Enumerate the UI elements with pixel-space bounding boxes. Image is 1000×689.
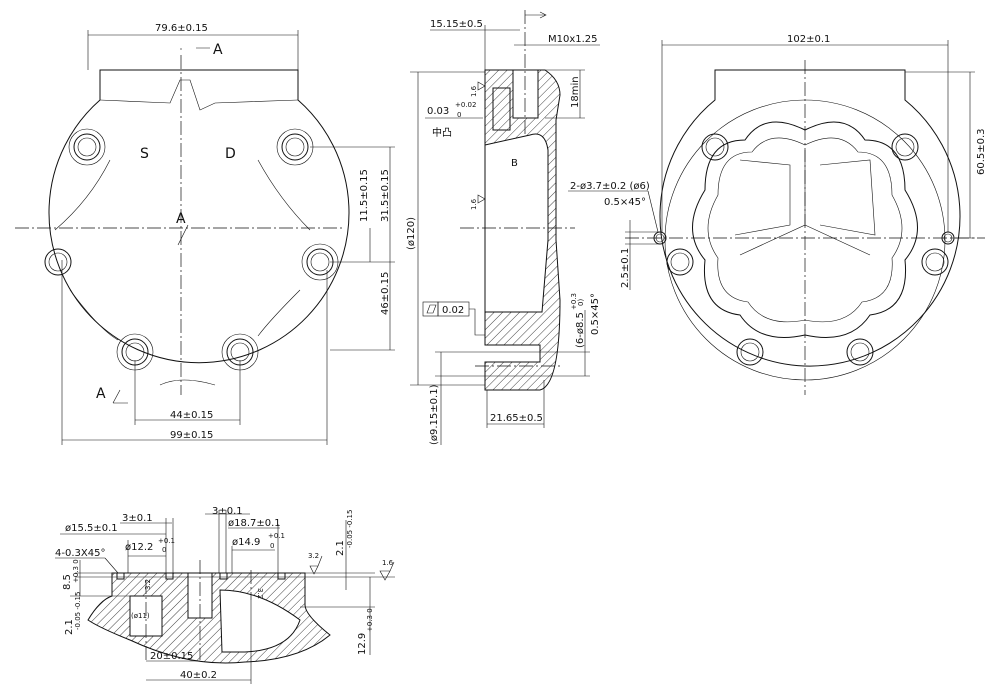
chamfer: 0.5×45° [590, 293, 601, 335]
detail-section: 3±0.1 ø15.5±0.1 ø12.2 +0.1 0 4-0.3X45° 3… [55, 506, 395, 684]
chamfer-4: 4-0.3X45° [55, 548, 105, 559]
dim-11-5: 11.5±0.15 [359, 169, 370, 222]
dim-15-15: 15.15±0.5 [430, 19, 483, 30]
depth-12-9-tol: +0.3 0 [366, 608, 374, 632]
dia-12-2: ø12.2 [125, 542, 153, 553]
flatness-lower: 0 [457, 111, 461, 119]
thread-depth: 18min [570, 76, 581, 108]
width-3-left: 3±0.1 [122, 513, 153, 524]
label-b: B [511, 158, 518, 169]
port-label-d: D [225, 146, 236, 162]
dim-2-5: 2.5±0.1 [620, 248, 631, 288]
diameter-9-15: (ø9.15±0.1) [429, 384, 440, 445]
hole-spec-lower: 0) [577, 299, 585, 306]
dia-14-9-lower: 0 [270, 542, 274, 550]
hole-spec-upper: +0.3 [570, 293, 578, 310]
depth-2-1-left-tol: -0.05 -0.15 [74, 592, 82, 630]
roughness-1-6: 1.6 [382, 559, 394, 567]
depth-2-1-left: 2.1 [64, 619, 75, 635]
depth-8-5: 8.5 [62, 574, 73, 590]
pin-chamfer: 0.5×45° [604, 197, 646, 208]
cloverleaf-cavity [692, 121, 918, 338]
dia-14-9: ø14.9 [232, 537, 260, 548]
dim-20: 20±0.15 [150, 651, 193, 662]
dia-15-5: ø15.5±0.1 [65, 523, 118, 534]
dim-21-65: 21.65±0.5 [490, 413, 543, 424]
dia-11: (ø11) [131, 612, 150, 620]
section-mark-bottom: A [96, 386, 106, 402]
convex-note: 中凸 [432, 126, 452, 139]
hole-spec: (6-ø8.5 [575, 312, 586, 348]
dim-31-5: 31.5±0.15 [380, 169, 391, 222]
front-view: 79.6±0.15 A S D A A 11.5±0.15 31.5±0.15 … [15, 23, 395, 445]
depth-2-1-right: 2.1 [335, 540, 346, 556]
dia-14-9-upper: +0.1 [268, 532, 285, 540]
flatness-upper: +0.02 [455, 101, 476, 109]
flatness-value: 0.03 [427, 106, 449, 117]
rear-view: 102±0.1 60.5±0.3 2-ø3.7±0.2 (ø6) 0.5×45°… [568, 34, 987, 395]
thread-spec: M10x1.25 [548, 34, 598, 45]
depth-12-9: 12.9 [357, 633, 368, 655]
flatness-tolerance: 0.02 [442, 305, 464, 316]
diameter-120: (ø120) [406, 217, 417, 250]
dim-102: 102±0.1 [787, 34, 830, 45]
front-outline [48, 69, 350, 364]
section-view: 15.15±0.5 M10x1.25 18min 1.6 0.03 +0.02 … [406, 10, 601, 445]
pin-hole-spec: 2-ø3.7±0.2 (ø6) [570, 181, 650, 192]
dim-60-5: 60.5±0.3 [976, 128, 987, 175]
dim-79-6: 79.6±0.15 [155, 23, 208, 34]
depth-8-5-tol: +0.3 0 [72, 559, 80, 583]
roughness-3-2-top: 3.2 [308, 552, 319, 560]
roughness-3-2-b: 3.2 [256, 588, 264, 599]
width-3-right: 3±0.1 [212, 506, 243, 517]
dia-12-2-upper: +0.1 [158, 537, 175, 545]
dim-44: 44±0.15 [170, 410, 213, 421]
port-label-s: S [140, 146, 149, 162]
roughness-3-2-a: 3.2 [144, 579, 152, 590]
dim-99: 99±0.15 [170, 430, 213, 441]
roughness-1-6-a: 1.6 [470, 85, 478, 97]
dim-40: 40±0.2 [180, 670, 217, 681]
dim-46: 46±0.15 [380, 272, 391, 315]
bolt-holes-rear [653, 133, 955, 366]
dia-12-2-lower: 0 [162, 546, 166, 554]
bolt-holes-front [44, 128, 339, 371]
roughness-1-6-b: 1.6 [470, 198, 478, 210]
section-mark-center: A [176, 211, 186, 227]
section-mark-top: A [213, 42, 223, 58]
depth-2-1-right-tol: -0.05 -0.15 [346, 510, 354, 548]
dia-18-7: ø18.7±0.1 [228, 518, 281, 529]
